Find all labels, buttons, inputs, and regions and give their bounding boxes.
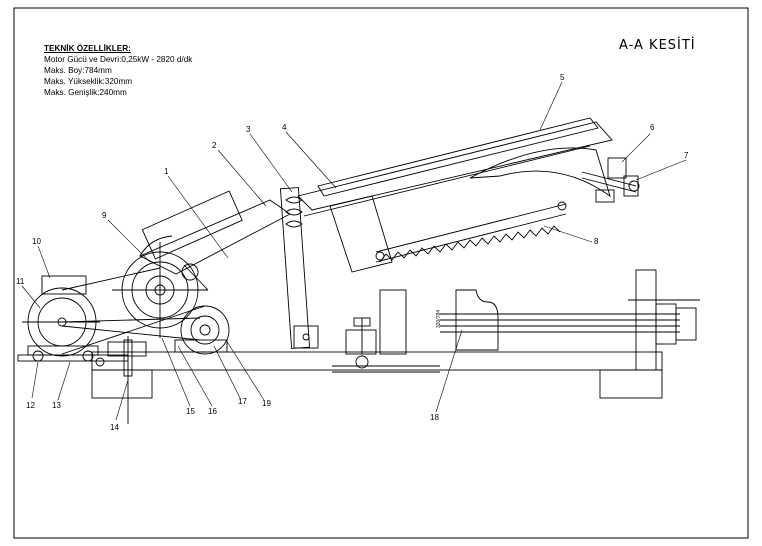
arm-base-clamp (293, 325, 319, 349)
spec-height: Maks. Yükseklik:320mm (44, 77, 133, 86)
technical-specs: TEKNİK ÖZELLİKLER: Motor Gücü ve Devri:0… (44, 43, 192, 98)
pivot-arm (279, 187, 311, 349)
base-foot-left (91, 369, 153, 399)
frame-block (329, 195, 393, 273)
tension-rod (581, 171, 637, 187)
pulley-shaft-support (107, 341, 147, 357)
specs-heading: TEKNİK ÖZELLİKLER: (44, 44, 131, 53)
pulley-bracket (174, 339, 228, 353)
motor-mount (27, 345, 99, 356)
callout-19: 19 (262, 399, 271, 408)
callout-8: 8 (594, 237, 599, 246)
callout-18: 18 (430, 413, 439, 422)
spec-width: Maks. Genişlik:240mm (44, 88, 127, 97)
base-foot-right (599, 369, 663, 399)
motor-bolt-12 (32, 350, 44, 362)
callout-15: 15 (186, 407, 195, 416)
motor-top-box (41, 275, 87, 295)
frame-arc (469, 147, 611, 198)
callout-14: 14 (110, 423, 119, 432)
callout-5: 5 (560, 73, 565, 82)
saw-frame (297, 121, 613, 211)
callout-2: 2 (212, 141, 217, 150)
callout-3: 3 (246, 125, 251, 134)
callout-17: 17 (238, 397, 247, 406)
vise-jaw (455, 289, 499, 351)
belt-upper (61, 267, 161, 291)
saw-blade (375, 213, 567, 263)
callout-9: 9 (102, 211, 107, 220)
top-guard (317, 117, 599, 197)
section-title: A-A KESİTİ (619, 38, 696, 53)
vise-post (379, 289, 407, 355)
callout-13: 13 (52, 401, 61, 410)
drawing-border (13, 7, 749, 539)
dimension-label: 320/784 (436, 310, 442, 328)
callout-1: 1 (164, 167, 169, 176)
callout-7: 7 (684, 151, 689, 160)
callout-6: 6 (650, 123, 655, 132)
spec-length: Maks. Boy:784mm (44, 66, 112, 75)
callout-12: 12 (26, 401, 35, 410)
callout-4: 4 (282, 123, 287, 132)
small-pulley (180, 305, 230, 355)
tension-nut (607, 157, 627, 179)
base-plate (91, 351, 663, 371)
callout-10: 10 (32, 237, 41, 246)
belt-lower (61, 305, 206, 355)
rod-housing (141, 190, 243, 260)
callout-16: 16 (208, 407, 217, 416)
spec-motor: Motor Gücü ve Devri:0,25kW - 2820 d/dk (44, 55, 193, 64)
connecting-rod (138, 199, 291, 275)
motor-bolt-13 (82, 350, 94, 362)
callout-11: 11 (16, 277, 25, 286)
